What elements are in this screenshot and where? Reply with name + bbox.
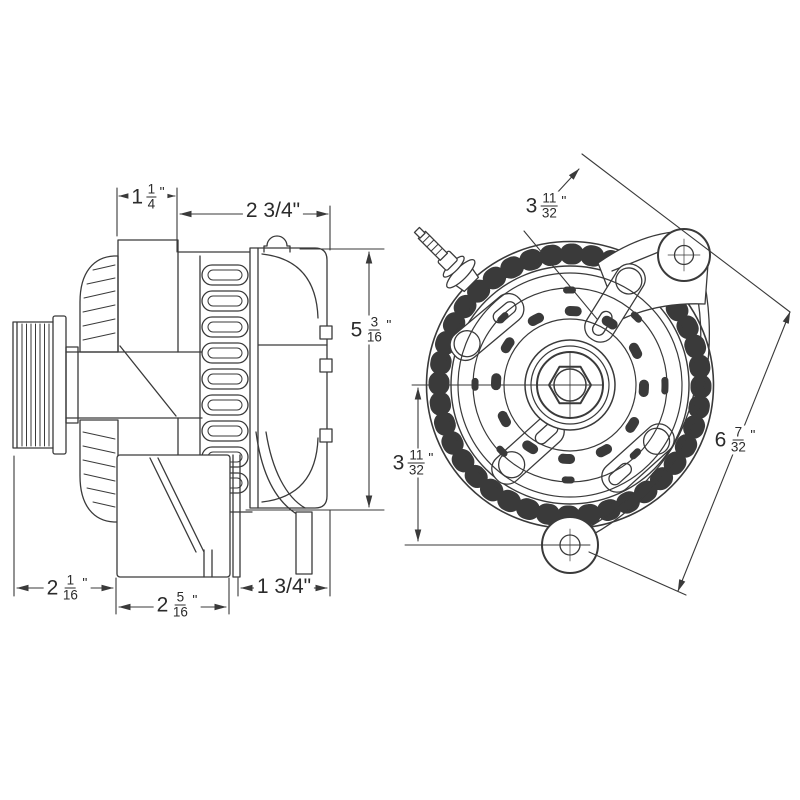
ext-lines-top [116, 187, 331, 253]
dim-label-mount-span: 6 7 32 " [711, 424, 759, 455]
dim-label-case-depth: 2 3/4" [242, 199, 304, 223]
rear-cover [249, 235, 333, 509]
top-stud [263, 235, 291, 253]
alternator-side-view [12, 235, 333, 578]
dim-label-case-height: 5 3 16 " [347, 314, 395, 345]
inch-mark: " [561, 192, 567, 209]
inch-mark: " [192, 591, 198, 608]
dim-fraction: 7 32 [730, 424, 746, 455]
dim-fraction: 11 32 [407, 447, 425, 478]
ext-line-upper-diagonal [581, 153, 791, 313]
dim-whole: 3 [525, 194, 538, 217]
leader-upper-mount [555, 168, 580, 195]
mounting-foot [116, 431, 313, 578]
dim-whole: 2 [46, 576, 59, 599]
dim-label-pulley-to-foot: 2 1 16 " [43, 572, 91, 603]
ext-lines-height [245, 248, 385, 511]
dim-label-rear-overhang: 1 3/4" [253, 575, 315, 599]
ext-lines-center [404, 384, 603, 546]
alternator-front-view [413, 226, 715, 574]
dim-fraction: 1 4 [146, 181, 157, 212]
dim-whole: 1 [131, 185, 144, 208]
dim-label-pulley-offset: 1 1 4 " [128, 181, 168, 212]
ext-line-lower-boss [588, 551, 687, 596]
terminal-stud [413, 226, 480, 293]
lower-mounting-boss [541, 511, 599, 574]
stator-coils [201, 264, 249, 494]
pulley [12, 315, 79, 455]
dim-label-foot-width: 2 5 16 " [153, 589, 201, 620]
dim-whole: 5 [350, 318, 363, 341]
upper-mounting-boss [657, 228, 711, 282]
dim-fraction: 1 16 [62, 572, 78, 603]
inch-mark: " [386, 316, 392, 333]
dim-fraction: 11 32 [540, 190, 558, 221]
dim-whole: 6 [714, 428, 727, 451]
ext-lines-bottom [13, 455, 331, 615]
inch-mark: " [82, 574, 88, 591]
ext-line-center-diagonal [523, 230, 598, 320]
dim-label-lower-mount: 3 11 32 " [389, 447, 437, 478]
inch-mark: " [159, 183, 165, 200]
dim-fraction: 5 16 [172, 589, 188, 620]
inch-mark: " [750, 426, 756, 443]
inch-mark: " [428, 449, 434, 466]
dim-fraction: 3 16 [366, 314, 382, 345]
mounting-lug-bottom-right [601, 423, 675, 493]
dim-whole: 2 [156, 593, 169, 616]
dim-whole: 3 [392, 451, 405, 474]
dim-label-upper-mount: 3 11 32 " [522, 190, 570, 221]
